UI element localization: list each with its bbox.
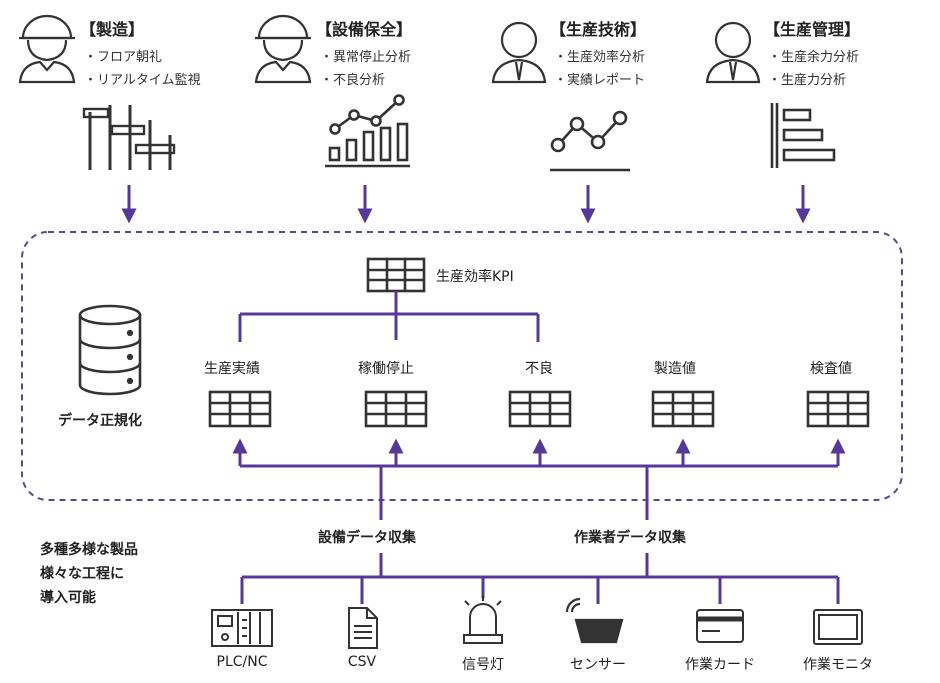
role-title-manufacturing: 【製造】 — [80, 20, 145, 39]
role-item: ・生産力分析 — [768, 73, 847, 88]
device-bus — [240, 553, 840, 604]
worker-collection-label: 作業者データ収集 — [574, 530, 686, 546]
device-label: 作業カード — [685, 657, 755, 673]
role-item: ・生産効率分析 — [554, 50, 646, 65]
plc-icon — [211, 609, 273, 647]
work-monitor-icon — [813, 609, 863, 645]
role-title-maintenance: 【設備保全】 — [316, 20, 413, 39]
timeline-chart-icon — [82, 105, 176, 170]
table-icon — [508, 390, 572, 428]
device-label: PLC/NC — [216, 654, 268, 670]
role-arrows — [121, 185, 811, 224]
kpi-table-icon — [366, 257, 426, 293]
role-item: ・実績レポート — [554, 73, 646, 88]
table-label: 生産実績 — [204, 361, 260, 377]
businessperson-icon — [705, 21, 761, 84]
equipment-collection-label: 設備データ収集 — [318, 530, 416, 546]
table-icon — [651, 390, 715, 428]
csv-file-icon — [348, 607, 378, 649]
role-item: ・リアルタイム監視 — [84, 73, 201, 88]
role-item: ・フロア朝礼 — [84, 50, 163, 65]
device-label: 作業モニタ — [803, 657, 873, 673]
table-icon — [208, 390, 272, 428]
normalization-label: データ正規化 — [58, 413, 142, 429]
table-label: 稼働停止 — [358, 361, 414, 377]
table-label: 検査値 — [810, 361, 852, 377]
device-label: 信号灯 — [462, 657, 504, 673]
applicability-note: 多種多様な製品 様々な工程に 導入可能 — [40, 538, 138, 610]
role-title-production-management: 【生産管理】 — [764, 20, 861, 39]
horizontal-bar-chart-icon — [770, 103, 836, 168]
table-icon — [806, 390, 870, 428]
role-item: ・異常停止分析 — [320, 50, 412, 65]
data-platform-boundary — [21, 231, 903, 501]
note-line: 多種多様な製品 — [40, 542, 138, 558]
database-icon — [78, 304, 142, 396]
role-item: ・生産余力分析 — [768, 50, 860, 65]
worker-helmet-icon — [254, 14, 312, 84]
table-icon — [364, 390, 428, 428]
table-label: 製造値 — [654, 361, 696, 377]
kpi-tree-lines — [238, 291, 540, 342]
role-item: ・不良分析 — [320, 73, 386, 88]
worker-helmet-icon — [18, 14, 76, 84]
device-label: センサー — [570, 657, 626, 673]
role-title-production-engineering: 【生産技術】 — [550, 20, 647, 39]
bar-line-chart-icon — [325, 94, 410, 168]
note-line: 様々な工程に — [40, 566, 124, 582]
table-label: 不良 — [525, 361, 553, 377]
kpi-label: 生産効率KPI — [436, 269, 514, 285]
work-card-icon — [696, 609, 744, 643]
sensor-icon — [565, 597, 624, 644]
device-label: CSV — [347, 654, 377, 670]
note-line: 導入可能 — [40, 590, 96, 606]
line-chart-icon — [550, 110, 630, 172]
businessperson-icon — [491, 21, 547, 84]
signal-light-icon — [463, 596, 503, 644]
collection-arrows — [232, 438, 846, 520]
